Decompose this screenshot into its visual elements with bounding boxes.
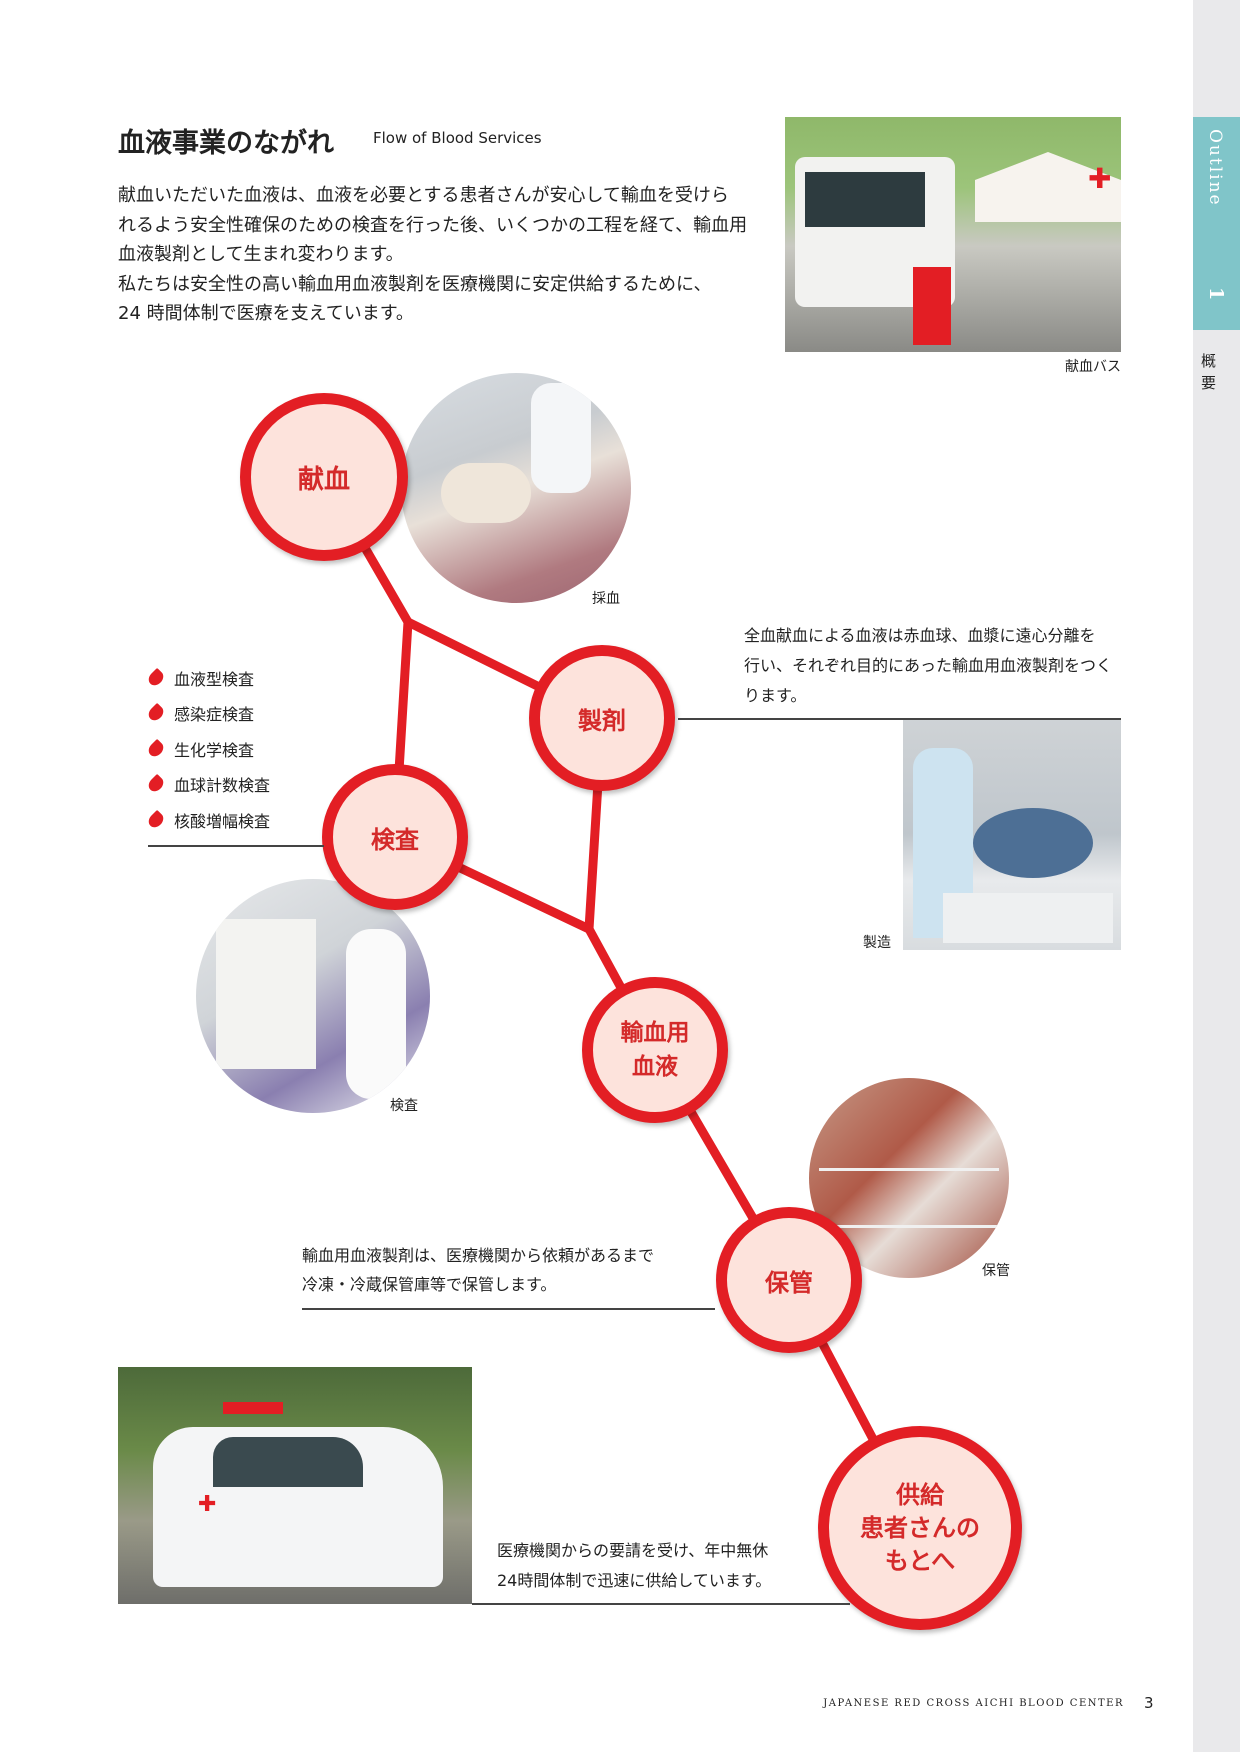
blood-drop-icon (145, 773, 167, 795)
photo-caption: 検査 (390, 1098, 418, 1114)
node-label: 患者さんの (860, 1513, 980, 1542)
node-label: 献血 (297, 464, 350, 495)
manufacturing-photo (903, 718, 1121, 950)
processing-text: 行い、それぞれ目的にあった輸血用血液製剤をつく (744, 656, 1113, 675)
test-list-item: 感染症検査 (145, 701, 255, 725)
intro-line: 血液製剤として生まれ変わります。 (118, 244, 404, 265)
divider (678, 718, 1121, 720)
intro-line: 24 時間体制で医療を支えています。 (118, 303, 414, 324)
divider (302, 1308, 715, 1310)
test-label: 血液型検査 (174, 670, 255, 689)
node-testing: 検査 (322, 764, 468, 910)
blood-bus-photo: ✚ (785, 117, 1121, 352)
section-en: Outline (1205, 129, 1225, 207)
node-label: 保管 (765, 1268, 813, 1297)
node-label: 供給 (896, 1480, 944, 1509)
test-label: 核酸増幅検査 (174, 812, 271, 831)
test-list-item: 核酸増幅検査 (145, 808, 271, 832)
test-label: 血球計数検査 (174, 776, 271, 795)
page-subtitle: Flow of Blood Services (373, 129, 542, 147)
red-cross-icon: ✚ (198, 1492, 217, 1517)
blood-drop-icon (145, 738, 167, 760)
photo-caption: 採血 (592, 591, 620, 607)
node-storage: 保管 (716, 1207, 862, 1353)
test-list-item: 血液型検査 (145, 666, 255, 690)
node-label: 製剤 (578, 706, 626, 735)
photo-caption: 製造 (863, 935, 891, 951)
testing-photo (196, 879, 430, 1113)
test-list-item: 生化学検査 (145, 737, 255, 761)
page-title: 血液事業のながれ (118, 128, 334, 159)
photo-caption: 献血バス (1065, 359, 1121, 375)
blood-drop-icon (145, 702, 167, 724)
intro-line: れるよう安全性確保のための検査を行った後、いくつかの工程を経て、輸血用 (118, 215, 748, 236)
node-label: 血液 (632, 1054, 678, 1080)
section-number: 1 (1205, 287, 1227, 303)
node-processing: 製剤 (529, 645, 675, 791)
collection-photo (401, 373, 631, 603)
node-label: 検査 (371, 825, 419, 854)
intro-line: 私たちは安全性の高い輸血用血液製剤を医療機関に安定供給するために、 (118, 274, 712, 295)
test-label: 感染症検査 (174, 705, 255, 724)
test-label: 生化学検査 (174, 741, 255, 760)
storage-text: 輸血用血液製剤は、医療機関から依頼があるまで (302, 1246, 655, 1265)
node-label: もとへ (884, 1546, 956, 1575)
supply-text: 医療機関からの要請を受け、年中無休 (497, 1541, 769, 1560)
blood-drop-icon (145, 667, 167, 689)
processing-text: 全血献血による血液は赤血球、血漿に遠心分離を (744, 626, 1096, 645)
intro-line: 献血いただいた血液は、血液を必要とする患者さんが安心して輸血を受けら (118, 185, 729, 206)
node-transfusion-blood: 輸血用血液 (582, 977, 728, 1123)
section-tab[interactable]: Outline 1 (1193, 117, 1240, 330)
node-supply: 供給患者さんのもとへ (818, 1426, 1022, 1630)
processing-text: ります。 (744, 686, 807, 705)
test-list-item: 血球計数検査 (145, 772, 271, 796)
supply-text: 24時間体制で迅速に供給しています。 (497, 1571, 772, 1590)
storage-text: 冷凍・冷蔵保管庫等で保管します。 (302, 1275, 557, 1294)
footer-organization: JAPANESE RED CROSS AICHI BLOOD CENTER (823, 1698, 1124, 1709)
divider (472, 1603, 850, 1605)
red-cross-icon: ✚ (1088, 162, 1112, 195)
photo-caption: 保管 (982, 1263, 1010, 1279)
node-donation: 献血 (240, 393, 408, 561)
divider (148, 845, 324, 847)
supply-vehicle-photo: ✚ (118, 1367, 472, 1604)
page-number: 3 (1144, 1694, 1154, 1712)
node-label: 輸血用 (620, 1020, 690, 1046)
blood-drop-icon (145, 809, 167, 831)
section-jp: 概要 (1201, 352, 1217, 392)
